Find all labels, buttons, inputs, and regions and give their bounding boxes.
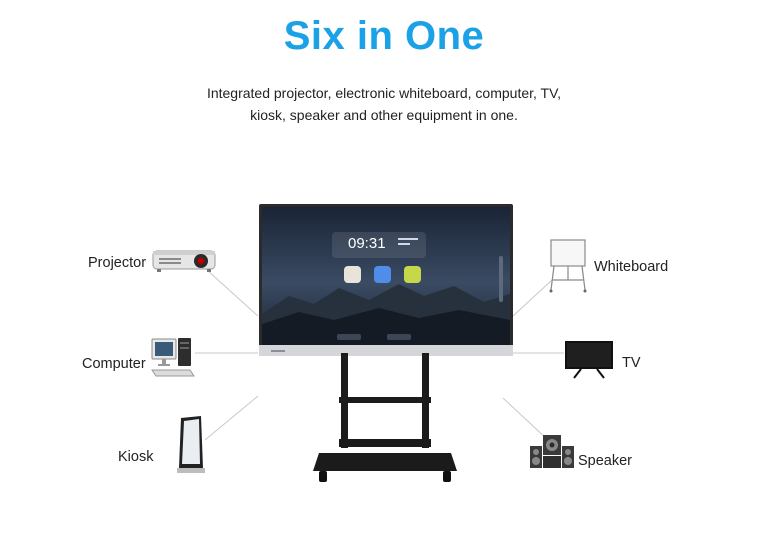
whiteboard-easel-icon [549,239,587,293]
clock-widget [332,232,426,258]
connector-kiosk [204,395,259,441]
label-tv: TV [622,355,641,371]
app-icon-3[interactable] [404,266,421,283]
page-title: Six in One [283,14,485,58]
label-projector: Projector [88,255,147,271]
app-icon-1[interactable] [344,266,361,283]
label-whiteboard: Whiteboard [594,259,669,275]
description-line-2: kiosk, speaker and other equipment in on… [250,107,518,123]
label-computer: Computer [82,356,146,372]
connector-whiteboard [512,279,553,317]
speaker-system-icon [530,435,574,468]
description-line-1: Integrated projector, electronic whitebo… [206,85,562,101]
label-kiosk: Kiosk [118,449,154,465]
kiosk-totem-icon [177,416,205,473]
description: Integrated projector, electronic whitebo… [150,82,618,126]
mobile-stand [313,353,457,482]
app-icon-2[interactable] [374,266,391,283]
clock-date-lines [398,238,418,245]
connector-speaker [502,397,549,441]
connector-projector [206,269,259,317]
screen-clock: 09:31 [348,235,386,252]
desktop-computer-icon [151,338,195,377]
label-speaker: Speaker [578,453,633,469]
projector-icon [152,250,216,272]
television-icon [565,341,613,379]
